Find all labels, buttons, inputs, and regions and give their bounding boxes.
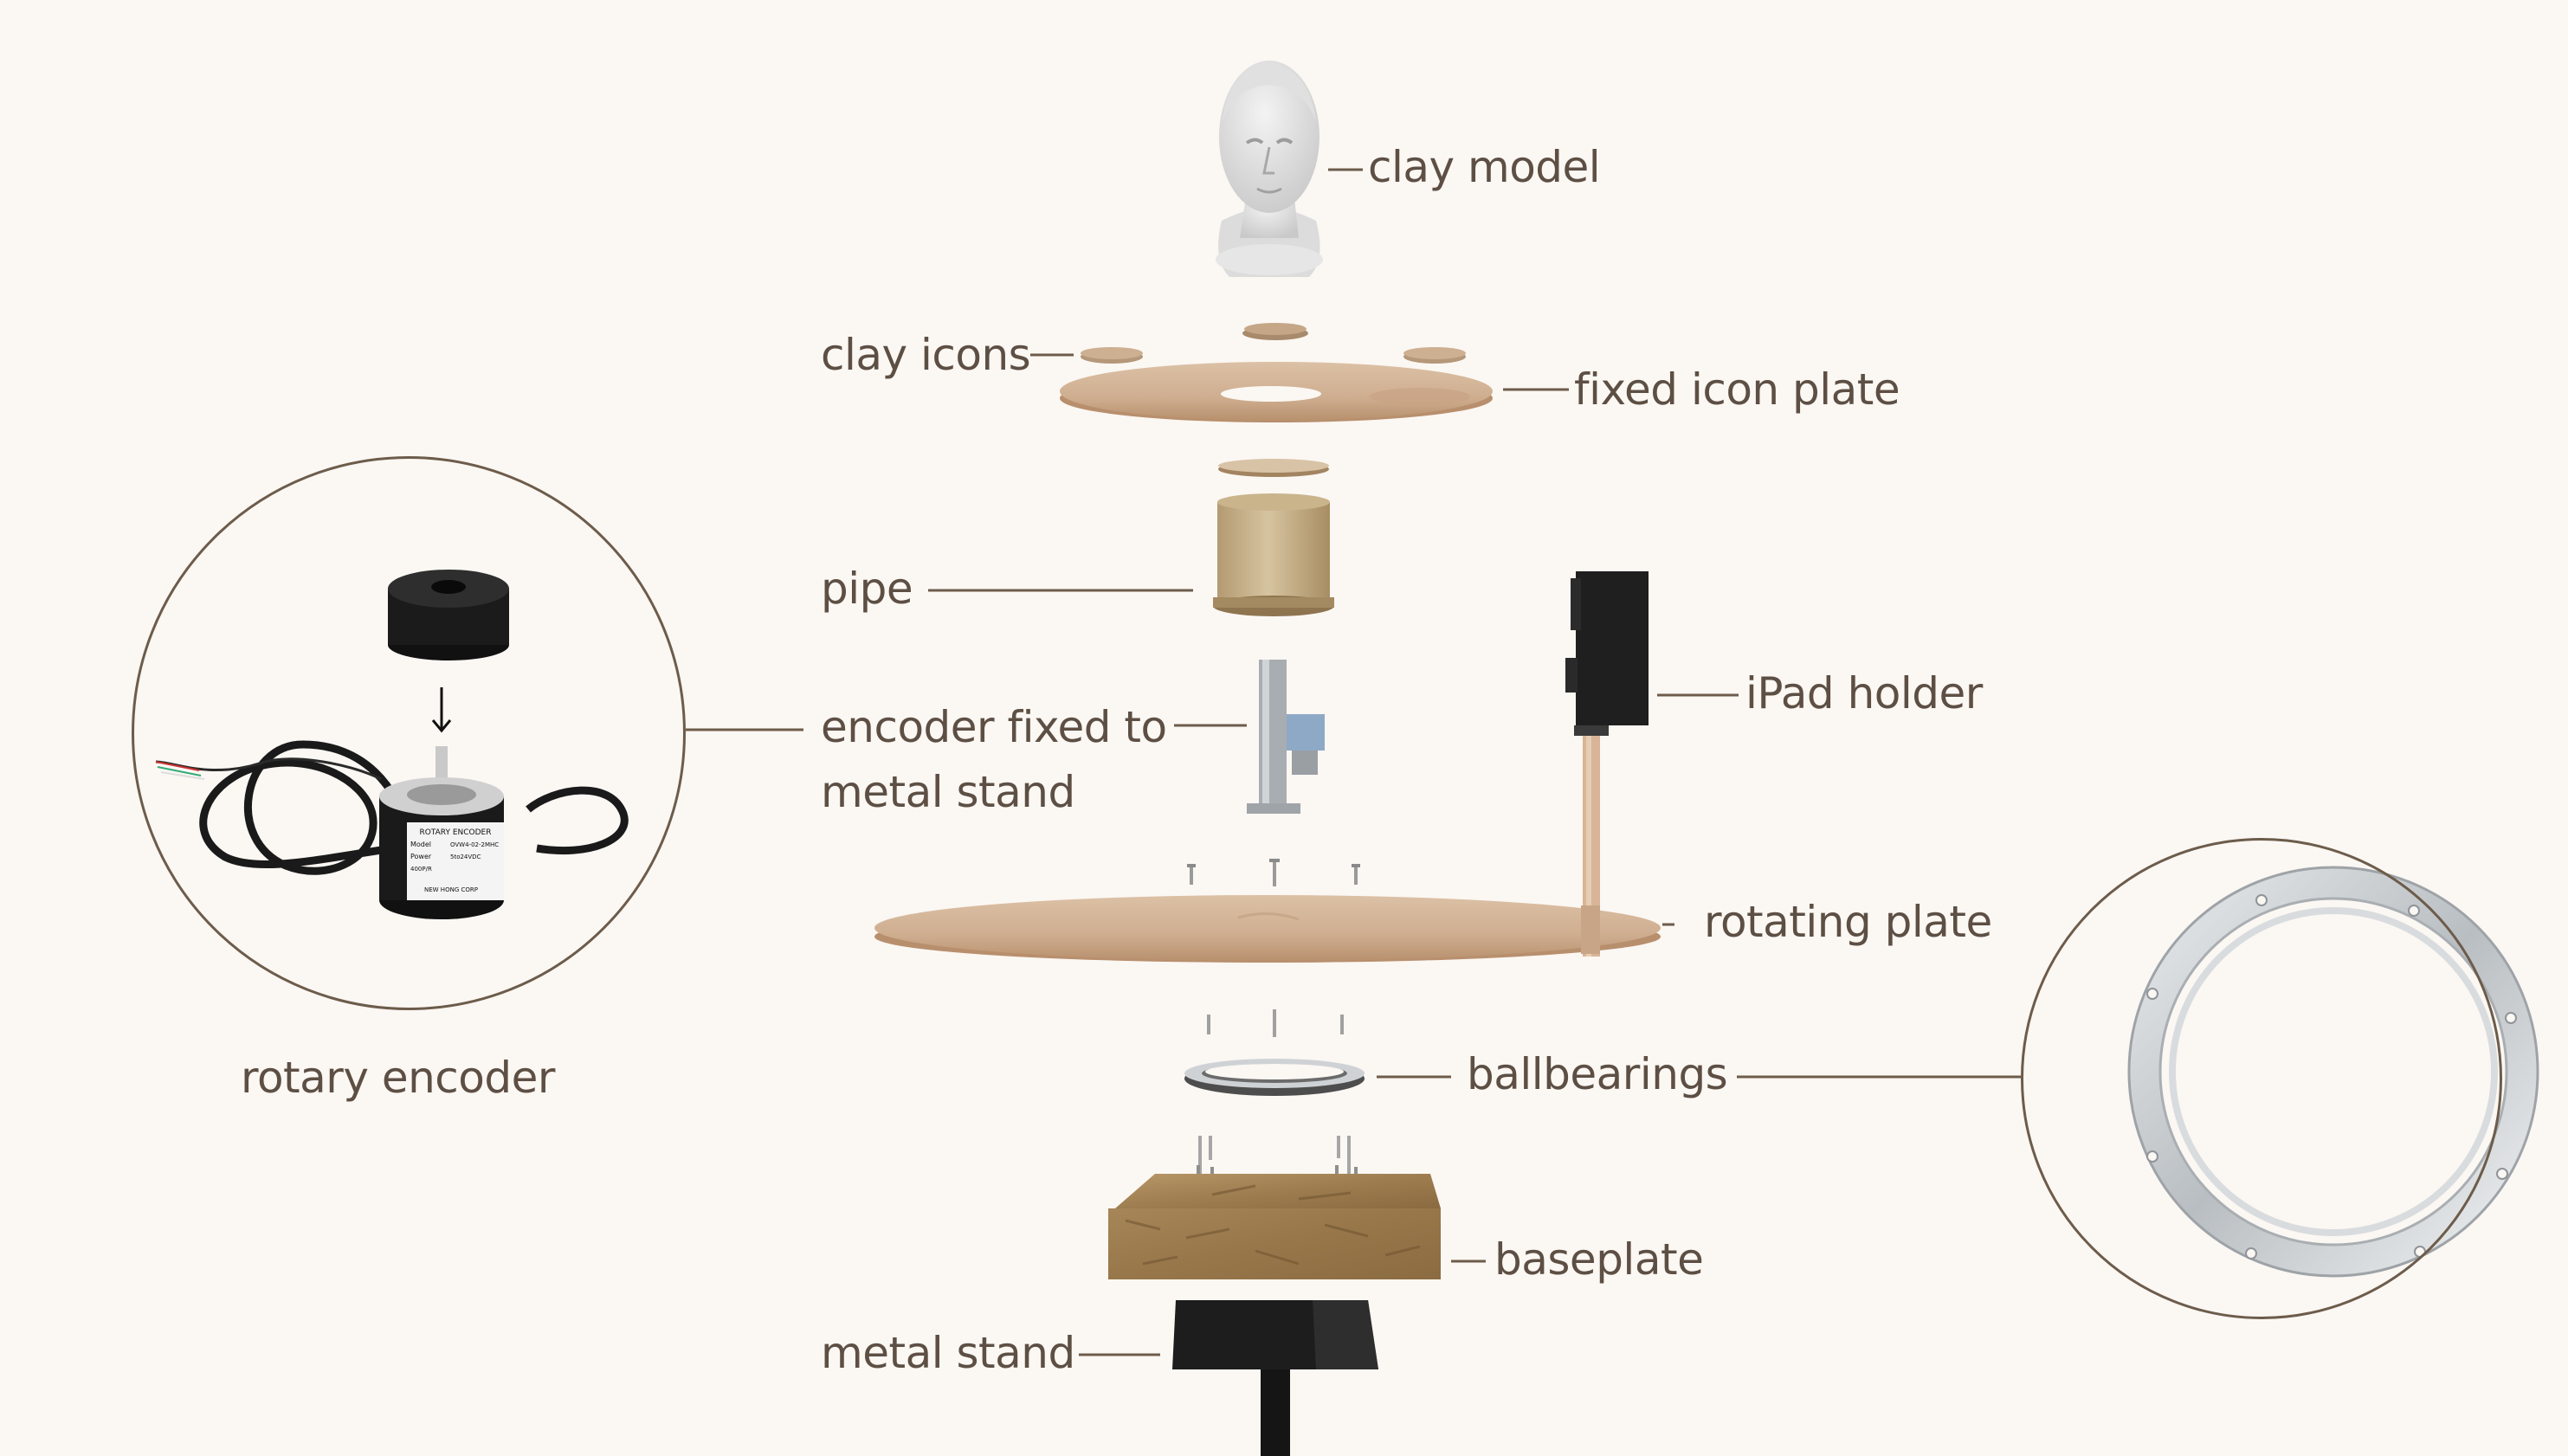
label-baseplate: baseplate [1494, 1234, 1704, 1285]
label-pipe: pipe [821, 564, 913, 614]
rotary-encoder-circle [132, 456, 686, 1010]
encoder-on-metal-stand [1247, 660, 1325, 814]
label-encoder-line1: encoder fixed to [821, 702, 1167, 752]
ballbearing-ring [1184, 1059, 1365, 1096]
rotating-plate [874, 895, 1661, 963]
clay-icons [1081, 323, 1466, 364]
rotating-plate-screws [1187, 859, 1360, 886]
label-clay-model: clay model [1368, 142, 1601, 192]
label-ipad-holder: iPad holder [1745, 668, 1983, 718]
ballbearing-screws [1207, 1009, 1344, 1037]
clay-model-head [1216, 61, 1323, 277]
label-fixed-icon-plate: fixed icon plate [1574, 364, 1900, 415]
label-ballbearings: ballbearings [1467, 1049, 1728, 1099]
baseplate-osb [1108, 1174, 1441, 1279]
label-rotating-plate: rotating plate [1704, 897, 1992, 947]
label-clay-icons: clay icons [821, 330, 1031, 380]
metal-stand [1172, 1300, 1378, 1456]
pipe-part [1213, 459, 1334, 616]
ballbearing-circle [2021, 838, 2502, 1319]
fixed-icon-plate [1060, 362, 1493, 422]
leader-lines [686, 168, 2021, 1356]
label-rotary-encoder: rotary encoder [241, 1053, 555, 1103]
label-encoder-line2: metal stand [821, 767, 1075, 817]
label-metal-stand: metal stand [821, 1328, 1075, 1378]
ipad-holder [1565, 571, 1649, 957]
